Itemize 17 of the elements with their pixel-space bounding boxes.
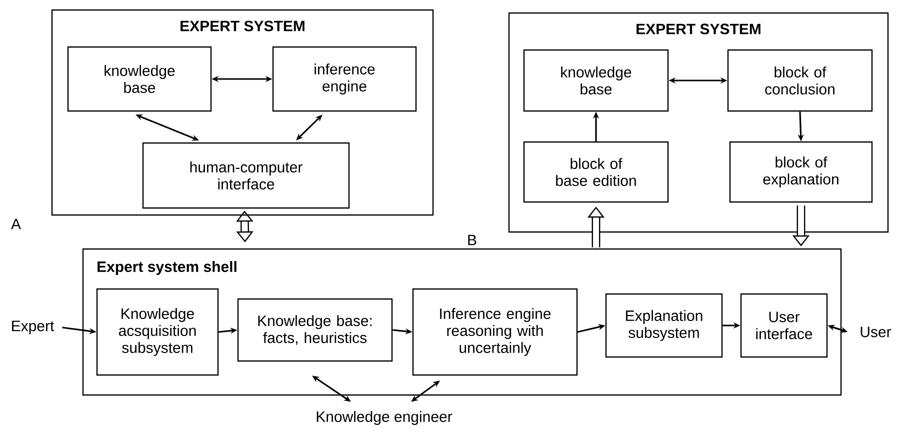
process-box: inference engine bbox=[272, 46, 417, 112]
process-box: block of explanation bbox=[729, 141, 873, 203]
process-box: Explanation subsystem bbox=[605, 293, 723, 358]
actor-label: Expert bbox=[12, 320, 54, 334]
process-box: block of base edition bbox=[523, 141, 669, 203]
process-box: block of conclusion bbox=[727, 49, 873, 112]
actor-label: Knowledge engineer bbox=[316, 411, 452, 425]
panel-letter: B bbox=[468, 234, 476, 246]
process-box: User interface bbox=[740, 293, 828, 358]
process-box: human-computer interface bbox=[142, 142, 350, 209]
actor-label: User bbox=[860, 326, 892, 338]
process-box: Inference engine reasoning with uncertainly bbox=[412, 288, 578, 376]
process-box: Knowledge acsquisition subsystem bbox=[96, 288, 219, 376]
process-box: knowledge base bbox=[523, 49, 669, 112]
panel-letter: A bbox=[11, 218, 21, 230]
process-box: Knowledge base: facts, heuristics bbox=[237, 298, 393, 362]
process-box: knowledge base bbox=[67, 46, 212, 112]
